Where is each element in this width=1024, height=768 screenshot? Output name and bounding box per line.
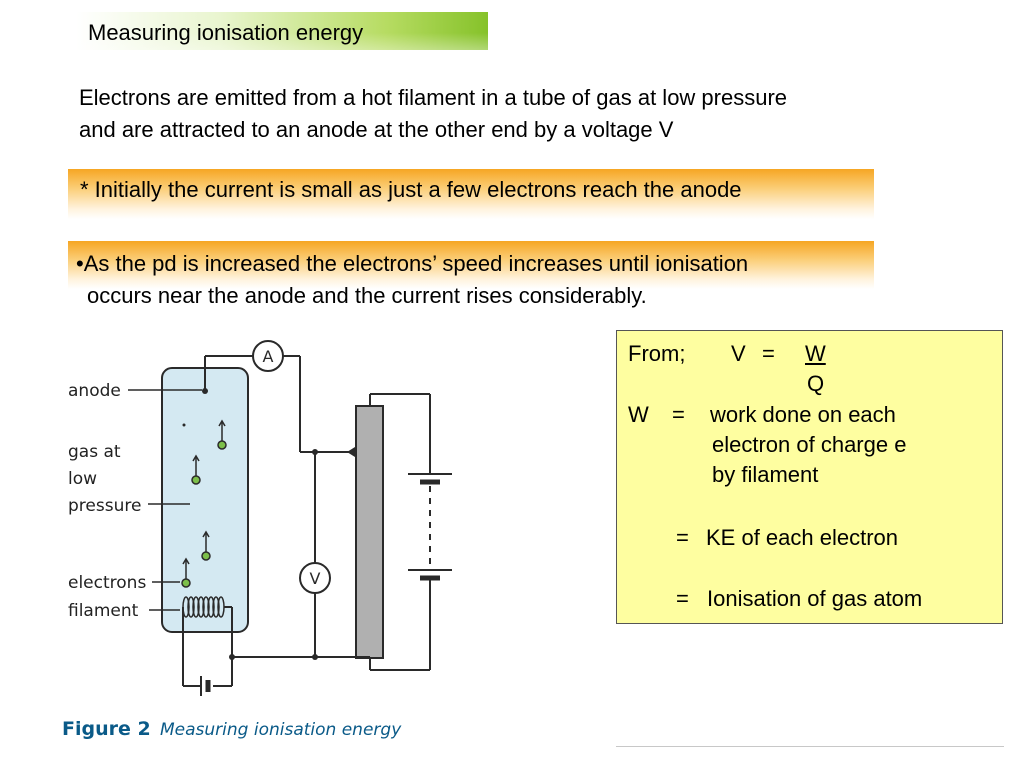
gas-tube — [161, 367, 249, 633]
equals-4: = — [676, 586, 689, 611]
equals-1: = — [762, 341, 775, 366]
bottom-divider — [616, 746, 1004, 747]
from-label: From; — [628, 341, 686, 366]
figure-caption-label: Figure 2 — [62, 718, 151, 740]
label-gas-2: low — [68, 469, 97, 489]
apparatus-diagram: A V — [62, 340, 452, 740]
w-numerator: W — [805, 341, 826, 366]
anode-terminal — [202, 388, 208, 394]
equals-2: = — [672, 402, 685, 427]
label-electrons: electrons — [68, 573, 146, 593]
highlight-bar-2 — [68, 241, 874, 289]
potentiometer — [355, 405, 384, 659]
label-gas-3: pressure — [68, 496, 141, 516]
label-filament: filament — [68, 601, 139, 621]
ammeter-label: A — [263, 347, 274, 366]
equals-3: = — [676, 525, 689, 550]
filament-coil — [182, 596, 225, 618]
slide-title: Measuring ionisation energy — [88, 20, 364, 45]
definition-line-2: electron of charge e — [712, 432, 907, 457]
highlight-bar-1 — [68, 169, 874, 219]
voltmeter-label: V — [310, 569, 321, 588]
definition-line-3: by filament — [712, 462, 819, 487]
formula-box: From; V = W Q W = work done on each elec… — [616, 330, 1003, 624]
label-gas-1: gas at — [68, 442, 121, 462]
intro-paragraph: Electrons are emitted from a hot filamen… — [79, 82, 939, 146]
electrons — [181, 419, 227, 588]
point-2-line-2: occurs near the anode and the current ri… — [87, 283, 647, 308]
ionisation-statement: Ionisation of gas atom — [707, 586, 923, 611]
ke-statement: KE of each electron — [706, 525, 899, 550]
intro-line-1: Electrons are emitted from a hot filamen… — [79, 85, 788, 110]
figure-caption-text: Measuring ionisation energy — [160, 720, 402, 740]
point-1: * Initially the current is small as just… — [80, 177, 742, 202]
v-symbol: V — [731, 341, 746, 366]
label-anode: anode — [68, 381, 121, 401]
w-label: W — [628, 402, 649, 427]
point-2: •As the pd is increased the electrons’ s… — [76, 248, 748, 312]
q-denominator: Q — [807, 371, 825, 396]
title-banner: Measuring ionisation energy — [76, 12, 488, 50]
point-2-line-1: •As the pd is increased the electrons’ s… — [76, 251, 749, 276]
definition-line-1: work done on each — [710, 402, 896, 427]
intro-line-2: and are attracted to an anode at the oth… — [79, 117, 674, 142]
